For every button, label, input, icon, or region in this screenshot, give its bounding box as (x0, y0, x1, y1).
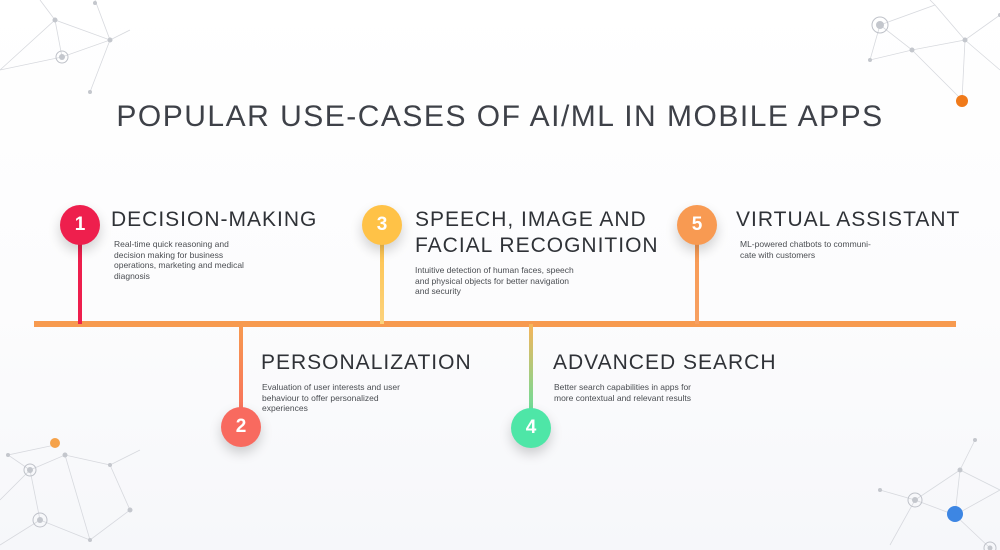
step-2-badge: 2 (221, 407, 261, 447)
step-4-heading: ADVANCED SEARCH (553, 351, 777, 374)
step-3-connector (380, 228, 384, 324)
step-5-heading: VIRTUAL ASSISTANT (736, 208, 961, 231)
step-2-connector (239, 324, 243, 430)
step-2-description: Evaluation of user interests and user be… (262, 382, 400, 413)
step-1-description: Real-time quick reasoning and decision m… (114, 239, 244, 281)
step-3-description: Intuitive detection of human faces, spee… (415, 265, 574, 296)
step-3-badge: 3 (362, 205, 402, 245)
timeline-line (34, 321, 956, 327)
step-1-badge: 1 (60, 205, 100, 245)
step-2-heading: PERSONALIZATION (261, 351, 472, 374)
page-title: POPULAR USE-CASES OF AI/ML IN MOBILE APP… (116, 100, 884, 133)
step-5-badge: 5 (677, 205, 717, 245)
step-1-heading: DECISION-MAKING (111, 208, 318, 231)
step-4-description: Better search capabilities in apps for m… (554, 382, 692, 403)
step-5-connector (695, 228, 699, 324)
step-4-connector (529, 324, 533, 430)
step-4-badge: 4 (511, 408, 551, 448)
step-5-description: ML-powered chatbots to communi- cate wit… (740, 239, 871, 260)
step-3-heading: SPEECH, IMAGE AND FACIAL RECOGNITION (415, 208, 659, 257)
step-1-connector (78, 228, 82, 324)
